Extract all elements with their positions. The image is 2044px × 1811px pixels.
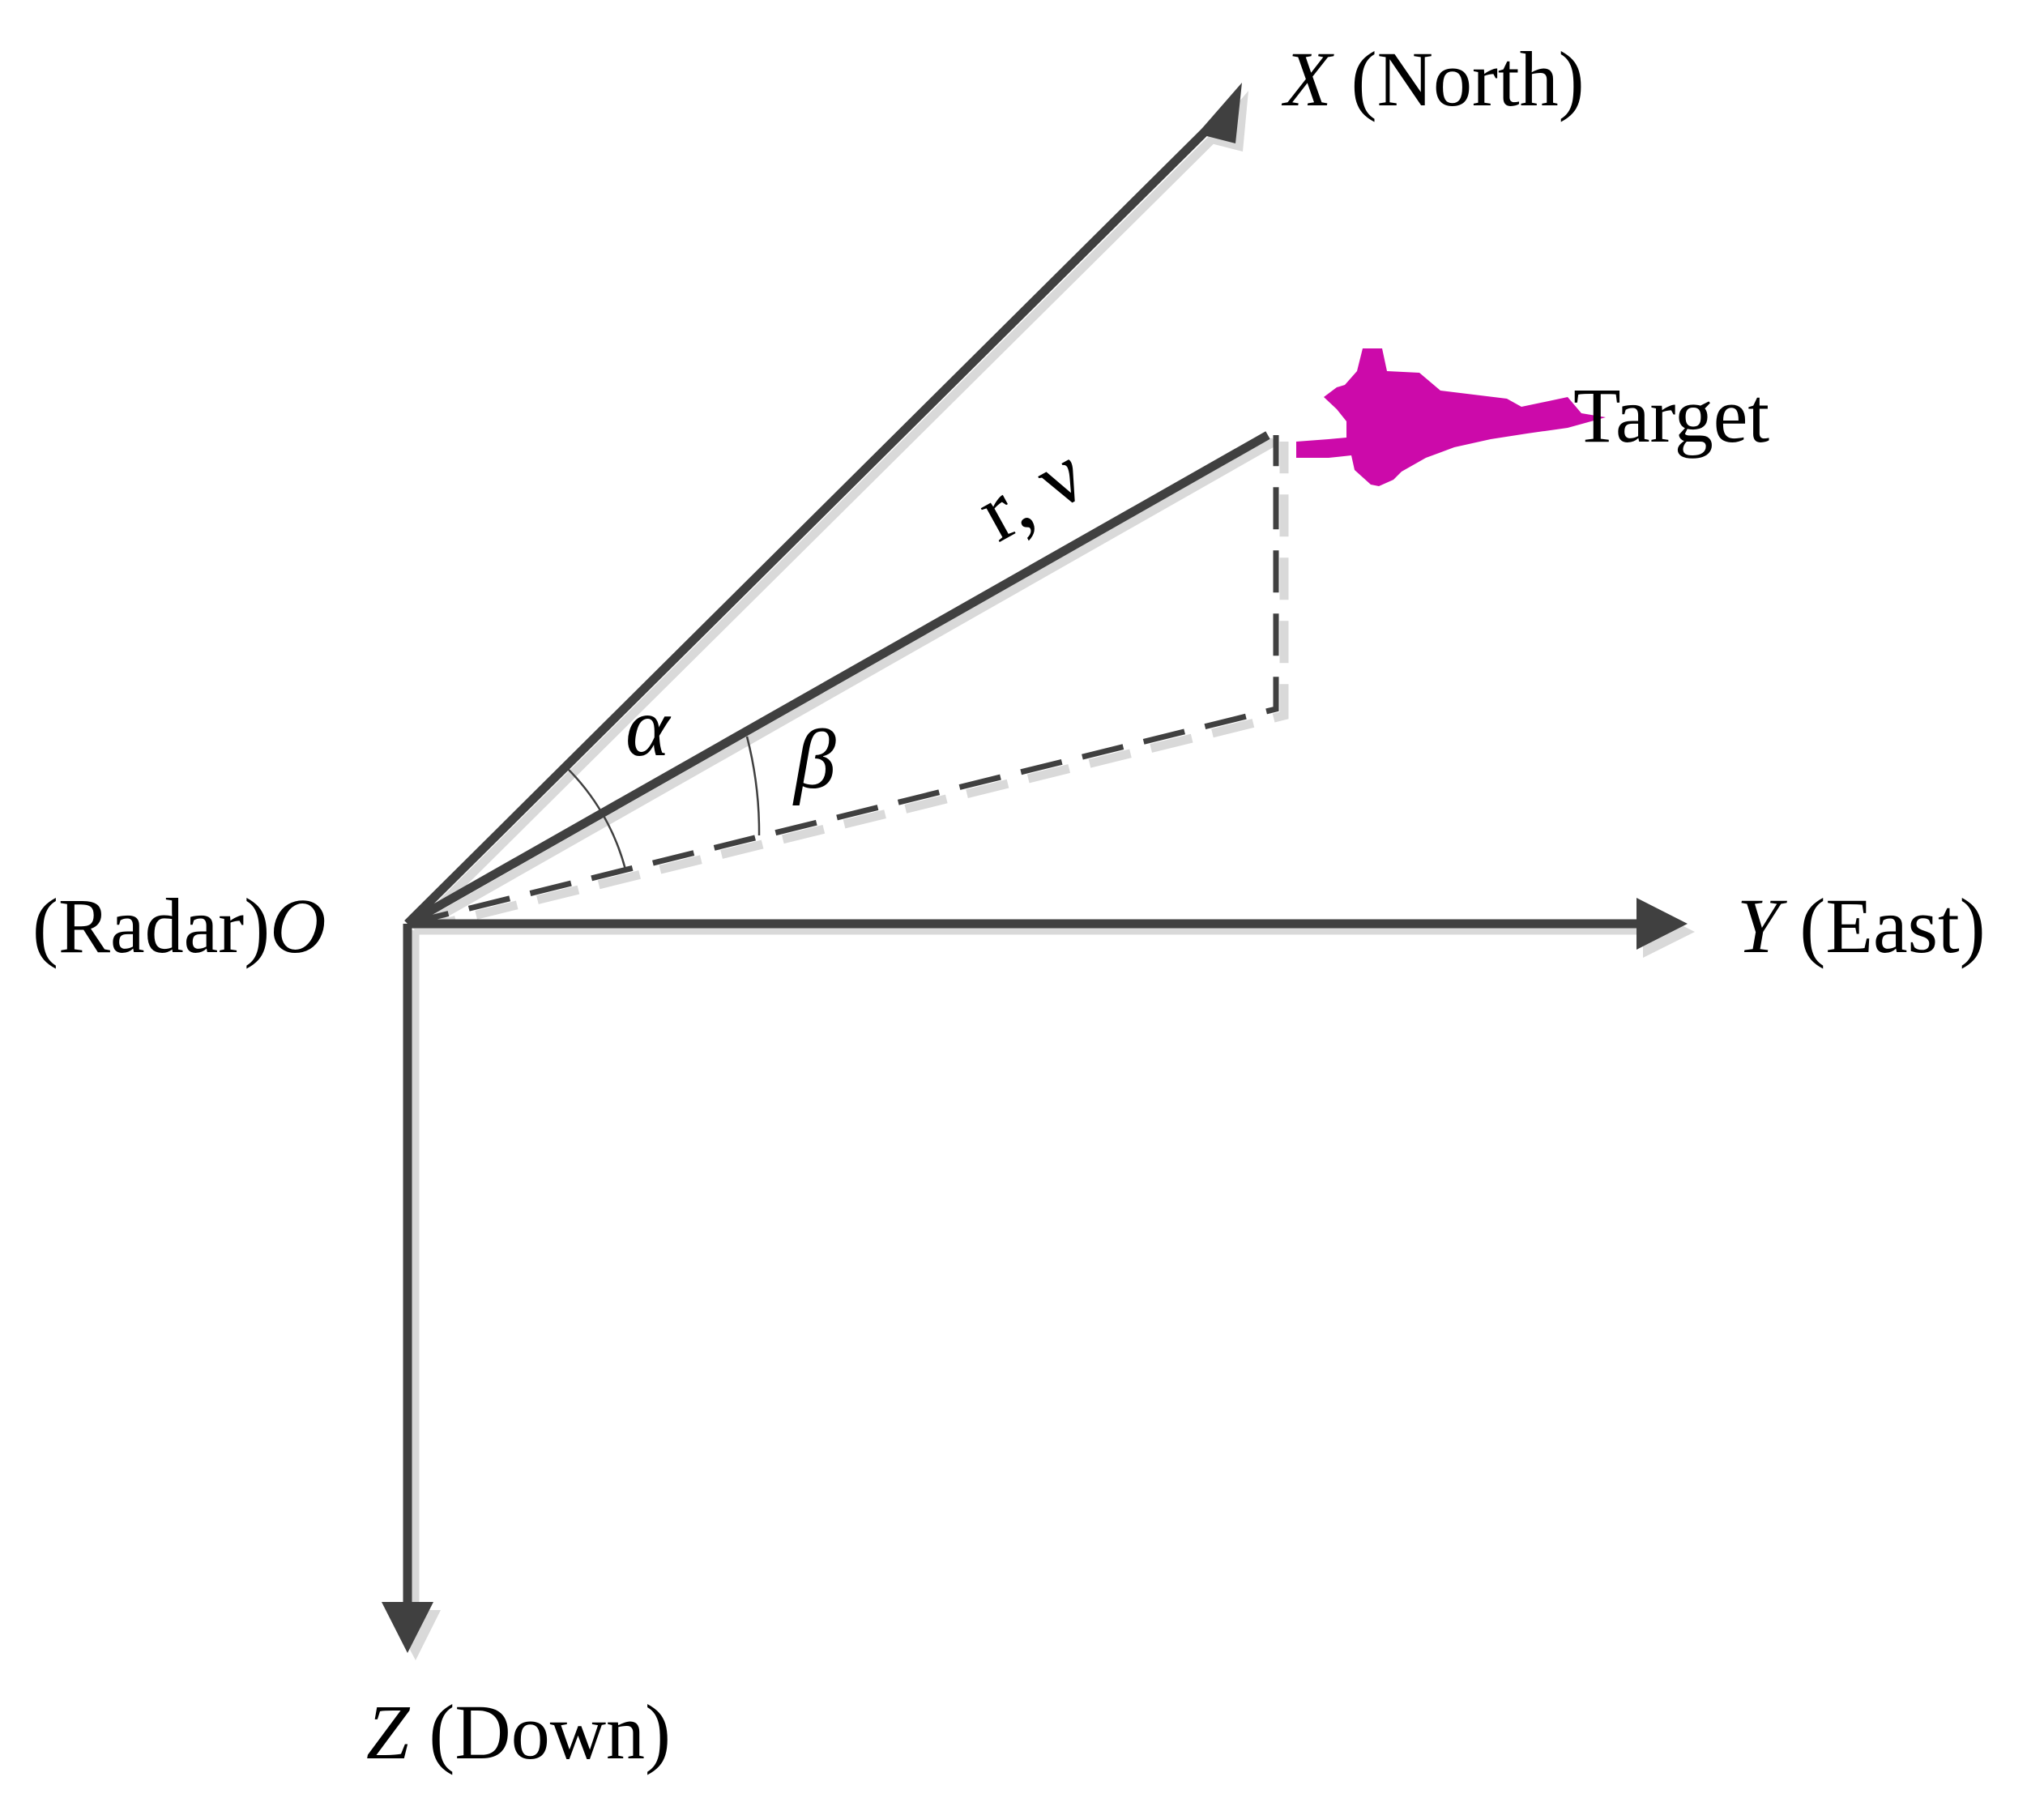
alpha-arc	[565, 766, 627, 870]
x-axis-symbol: X	[1281, 36, 1334, 122]
line-of-sight	[405, 431, 1270, 928]
x-axis-arrowhead	[1197, 83, 1242, 143]
y-axis-direction: (East)	[1799, 882, 1985, 969]
alpha-label: α	[625, 681, 672, 774]
beta-label: β	[792, 713, 836, 806]
beta-arc	[745, 736, 761, 836]
x-axis-label: X (North)	[1281, 36, 1585, 122]
z-axis-label: Z (Down)	[366, 1689, 671, 1775]
x-axis-direction: (North)	[1351, 36, 1585, 122]
target-label: Target	[1573, 372, 1769, 459]
y-axis-arrowhead	[1636, 898, 1688, 950]
arrowhead-shadows	[389, 91, 1695, 1660]
origin-prefix: (Radar)	[32, 882, 270, 969]
shadow-layer	[410, 117, 1662, 1625]
origin-symbol: O	[270, 882, 326, 969]
y-axis-label: Y (East)	[1737, 882, 1986, 969]
z-axis-symbol: Z	[366, 1689, 411, 1775]
z-axis-arrowhead	[382, 1602, 433, 1653]
z-axis-direction: (Down)	[429, 1689, 671, 1775]
fighter-jet-icon	[1296, 348, 1606, 486]
x-axis-line	[404, 120, 1217, 927]
y-axis-symbol: Y	[1737, 882, 1787, 969]
origin-label: (Radar)O	[32, 882, 326, 969]
projection-dashed-lines	[407, 435, 1279, 927]
